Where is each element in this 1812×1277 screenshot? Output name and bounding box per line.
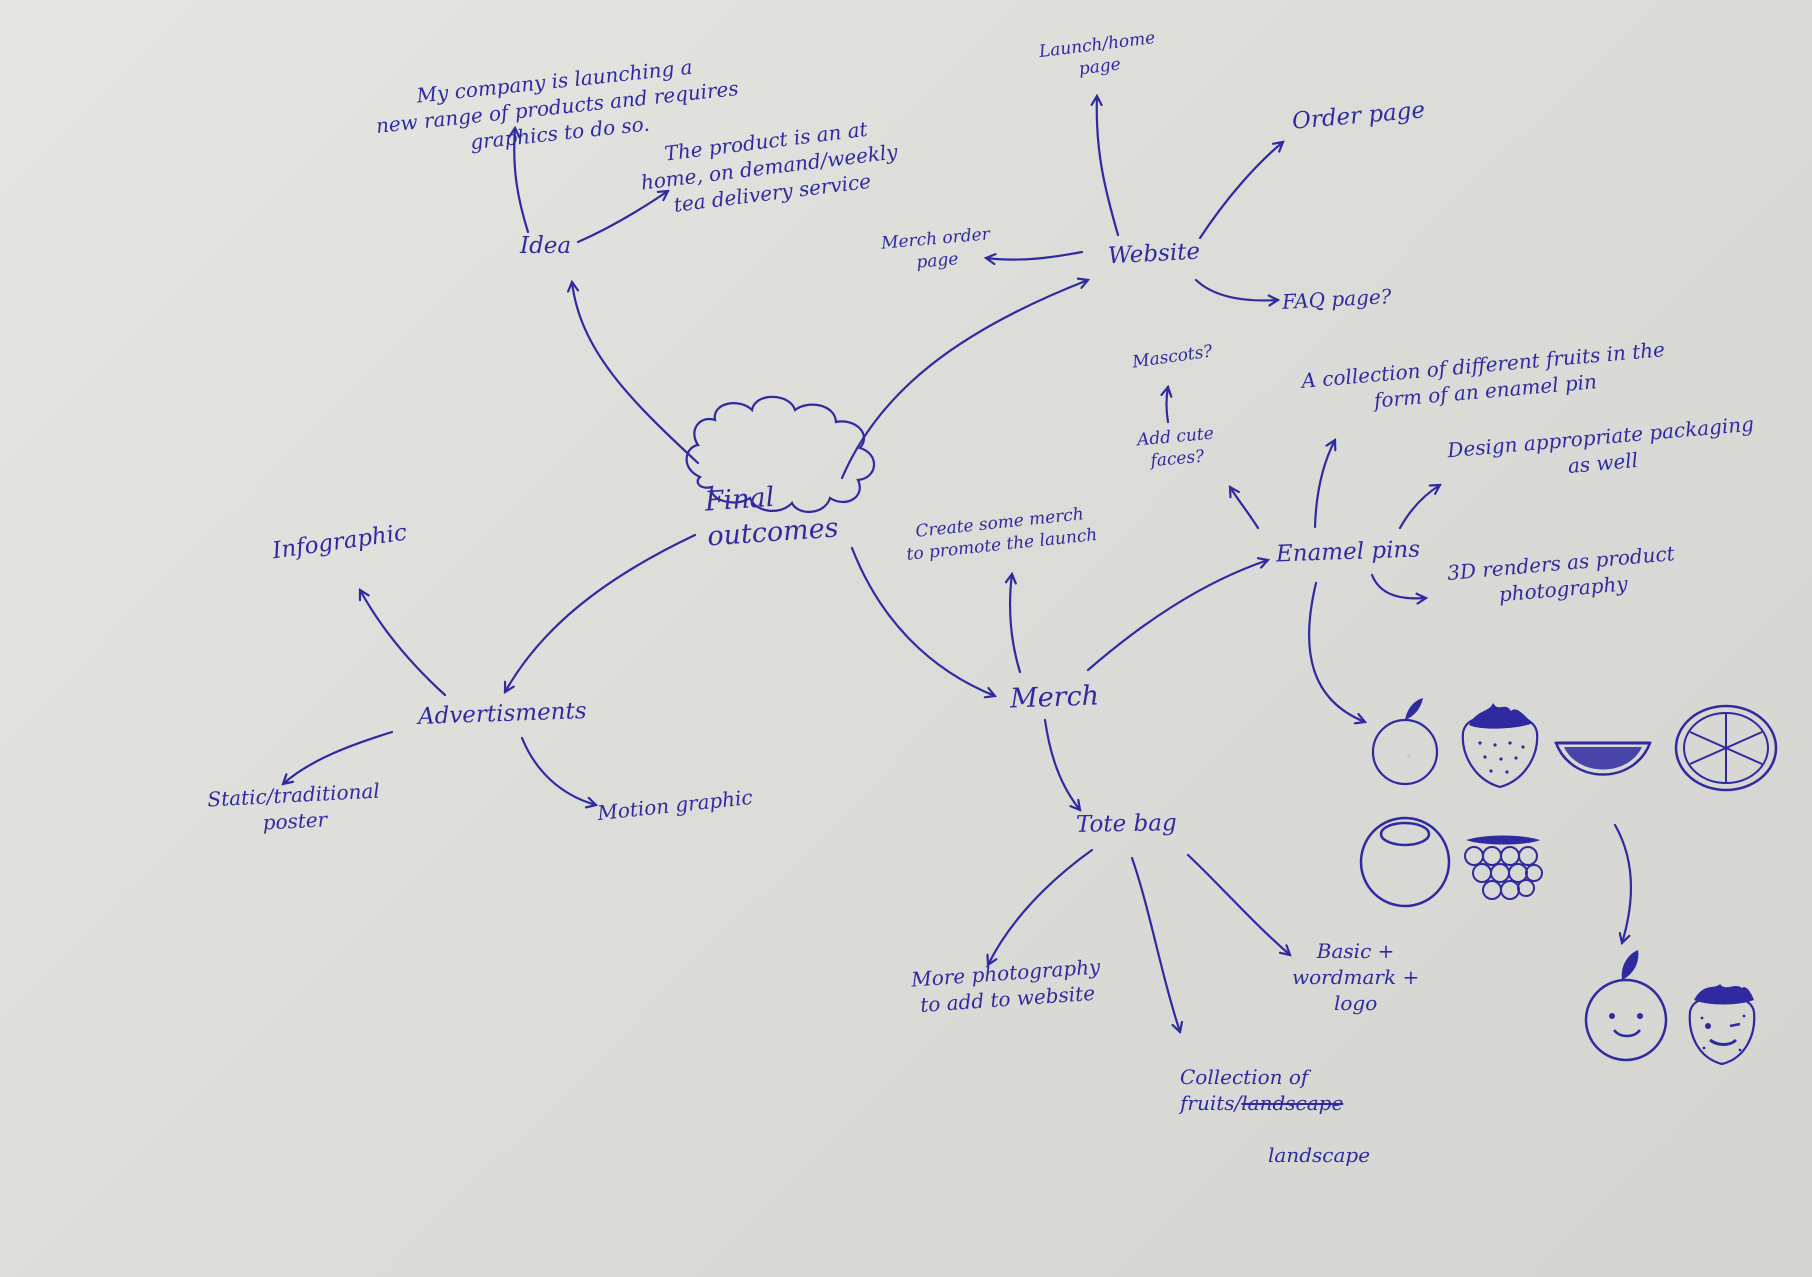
center-node-label: Final outcomes (703, 481, 840, 553)
link-center-ads (505, 533, 697, 692)
link-pins-facelabel (1230, 487, 1260, 530)
link-idea-company (514, 128, 530, 234)
link-center-idea (572, 282, 700, 465)
link-center-website (840, 280, 1088, 480)
tote-collection-text: Collection of fruits/ (1180, 1065, 1309, 1115)
link-pins-renders (1370, 573, 1426, 598)
strawberry-icon (1461, 703, 1539, 789)
link-tote-photography (988, 848, 1094, 965)
poster-label: Static/traditional poster (206, 778, 381, 835)
tote-collection-note: Collection of fruits/landscape landscape (1180, 1038, 1370, 1168)
watermelon-icon (1554, 741, 1652, 776)
orange-face-icon (1584, 950, 1668, 1062)
cute-faces-label: Add cute faces? (1136, 423, 1215, 472)
advertisements-node-label: Advertisments (417, 698, 587, 730)
idea-node-label: Idea (520, 233, 572, 259)
link-website-order (1198, 142, 1283, 240)
link-website-launch (1097, 96, 1120, 237)
link-ads-motion (520, 736, 596, 805)
link-merch-tote (1043, 718, 1080, 810)
link-center-merch (850, 546, 995, 696)
link-tote-basic (1186, 853, 1290, 955)
grapes-icon (1464, 835, 1543, 900)
link-ads-poster (283, 730, 394, 784)
merch-order-page-label: Merch order page (880, 224, 991, 273)
link-pins-collection (1313, 440, 1335, 529)
tote-basic-note: Basic + wordmark + logo (1292, 939, 1420, 1015)
strawberry-face-icon (1688, 984, 1756, 1066)
tote-bag-node-label: Tote bag (1075, 810, 1177, 838)
tote-collection-landscape: landscape (1268, 1143, 1371, 1167)
link-tote-collection (1130, 856, 1180, 1032)
thought-cloud (685, 395, 876, 513)
merch-node-label: Merch (1009, 680, 1100, 715)
link-ads-infographic (360, 590, 447, 697)
website-node-label: Website (1107, 238, 1201, 270)
enamel-pins-node-label: Enamel pins (1275, 536, 1421, 568)
link-website-merchorder (986, 250, 1084, 260)
link-merch-pins (1086, 560, 1268, 672)
link-facelabel-mascots (1167, 387, 1169, 424)
lemon-slice-icon (1674, 704, 1778, 792)
link-pins-packaging (1398, 485, 1440, 530)
link-pins-fruits (1307, 581, 1365, 722)
link-idea-product (576, 191, 668, 244)
link-website-faq (1194, 278, 1278, 300)
orange-icon (1371, 698, 1439, 786)
tote-collection-struck: landscape (1241, 1091, 1344, 1115)
apple-icon (1359, 816, 1451, 908)
link-fruits-faces (1613, 823, 1633, 943)
link-merch-promote (1010, 574, 1022, 674)
